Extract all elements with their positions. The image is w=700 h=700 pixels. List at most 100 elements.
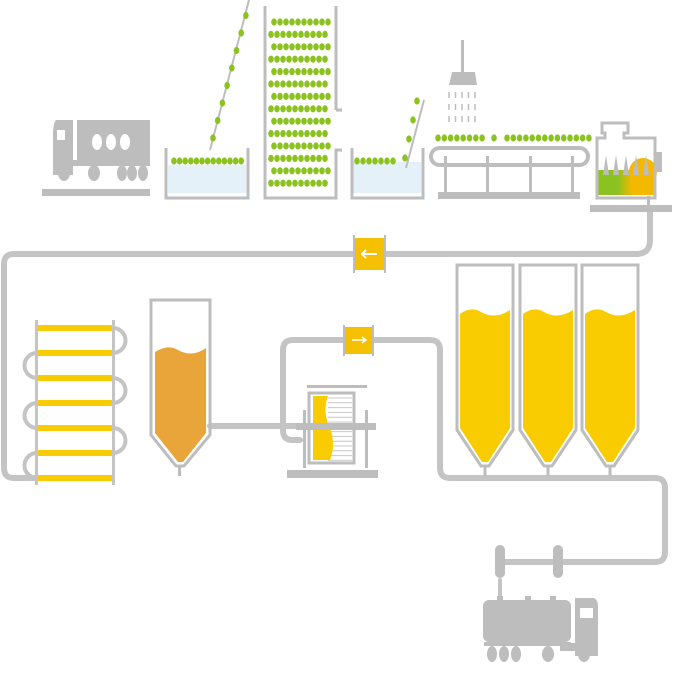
apple bbox=[280, 30, 286, 38]
apple bbox=[210, 134, 216, 142]
apple bbox=[360, 157, 366, 165]
apple bbox=[304, 130, 310, 138]
apple bbox=[271, 92, 277, 100]
apple bbox=[292, 179, 298, 187]
apple bbox=[310, 30, 316, 38]
apple bbox=[280, 105, 286, 113]
shower-icon bbox=[461, 40, 464, 73]
apple bbox=[322, 80, 328, 88]
apple bbox=[325, 18, 331, 26]
apple bbox=[579, 134, 586, 142]
second-wash-tank bbox=[350, 99, 425, 200]
apple bbox=[304, 30, 310, 38]
apple bbox=[268, 130, 274, 138]
cooler-bend bbox=[112, 326, 128, 355]
loading-valves bbox=[495, 545, 563, 578]
apple bbox=[310, 154, 316, 162]
apple bbox=[298, 30, 304, 38]
apple bbox=[310, 130, 316, 138]
apple bbox=[447, 134, 454, 142]
shower-conveyor bbox=[429, 40, 590, 199]
apple bbox=[313, 92, 319, 100]
apple bbox=[271, 167, 277, 175]
apple bbox=[283, 92, 289, 100]
apple bbox=[277, 117, 283, 125]
apple bbox=[199, 157, 205, 165]
apple bbox=[298, 179, 304, 187]
cooler-bend bbox=[112, 426, 128, 455]
apple bbox=[243, 11, 249, 20]
apple bbox=[216, 157, 222, 165]
apple bbox=[286, 30, 292, 38]
apple bbox=[274, 55, 280, 63]
apple bbox=[271, 117, 277, 125]
apple bbox=[292, 55, 298, 63]
apple bbox=[304, 179, 310, 187]
apple bbox=[410, 116, 416, 124]
apple bbox=[441, 134, 448, 142]
apple bbox=[319, 142, 325, 150]
apple bbox=[529, 134, 535, 142]
flow-meter-1 bbox=[353, 235, 386, 273]
pipes bbox=[1, 209, 668, 599]
apple bbox=[414, 97, 420, 105]
apple bbox=[307, 167, 313, 175]
apple bbox=[292, 154, 298, 162]
apple bbox=[238, 29, 244, 37]
apple bbox=[307, 92, 313, 100]
apple bbox=[372, 157, 378, 165]
cooler-tube bbox=[37, 450, 113, 456]
apple bbox=[316, 80, 322, 88]
apple bbox=[268, 30, 274, 38]
apple bbox=[406, 135, 412, 143]
apple bbox=[516, 134, 523, 142]
apple bbox=[322, 105, 328, 113]
juice-fill bbox=[523, 309, 573, 462]
apple bbox=[277, 142, 283, 150]
apple bbox=[280, 130, 286, 138]
apple bbox=[171, 157, 177, 165]
apple bbox=[307, 68, 313, 76]
apple bbox=[298, 105, 304, 113]
apple bbox=[454, 134, 460, 142]
apple bbox=[274, 154, 280, 162]
apple bbox=[307, 117, 313, 125]
apple bbox=[313, 167, 319, 175]
apple bbox=[301, 92, 307, 100]
apple bbox=[325, 92, 331, 100]
juice-fill bbox=[460, 309, 510, 462]
apple bbox=[310, 105, 316, 113]
apple bbox=[304, 105, 310, 113]
apple bbox=[310, 55, 316, 63]
apple bbox=[307, 142, 313, 150]
apple bbox=[214, 116, 221, 125]
apple bbox=[280, 55, 286, 63]
apple bbox=[473, 134, 479, 142]
apple bbox=[554, 134, 561, 142]
juice-tank bbox=[455, 263, 515, 468]
apple bbox=[274, 179, 280, 187]
apple bbox=[277, 167, 283, 175]
apple bbox=[491, 134, 497, 142]
apple bbox=[567, 134, 573, 142]
apple bbox=[295, 167, 301, 175]
cooler-tube bbox=[37, 325, 113, 331]
apple bbox=[301, 117, 307, 125]
apple bbox=[289, 43, 295, 51]
apple bbox=[232, 157, 239, 165]
apple bbox=[313, 43, 319, 51]
apple bbox=[304, 80, 310, 88]
cooler-tube bbox=[37, 425, 113, 431]
apple bbox=[460, 134, 467, 142]
apple bbox=[227, 157, 233, 165]
apple bbox=[319, 18, 325, 26]
apple bbox=[271, 43, 277, 51]
apple bbox=[316, 105, 322, 113]
apple bbox=[277, 43, 283, 51]
juice-fill bbox=[585, 309, 635, 462]
apple bbox=[286, 80, 292, 88]
apple-icon bbox=[92, 134, 130, 150]
arrow-left-icon bbox=[360, 249, 377, 259]
apple bbox=[322, 30, 328, 38]
press bbox=[590, 121, 672, 212]
